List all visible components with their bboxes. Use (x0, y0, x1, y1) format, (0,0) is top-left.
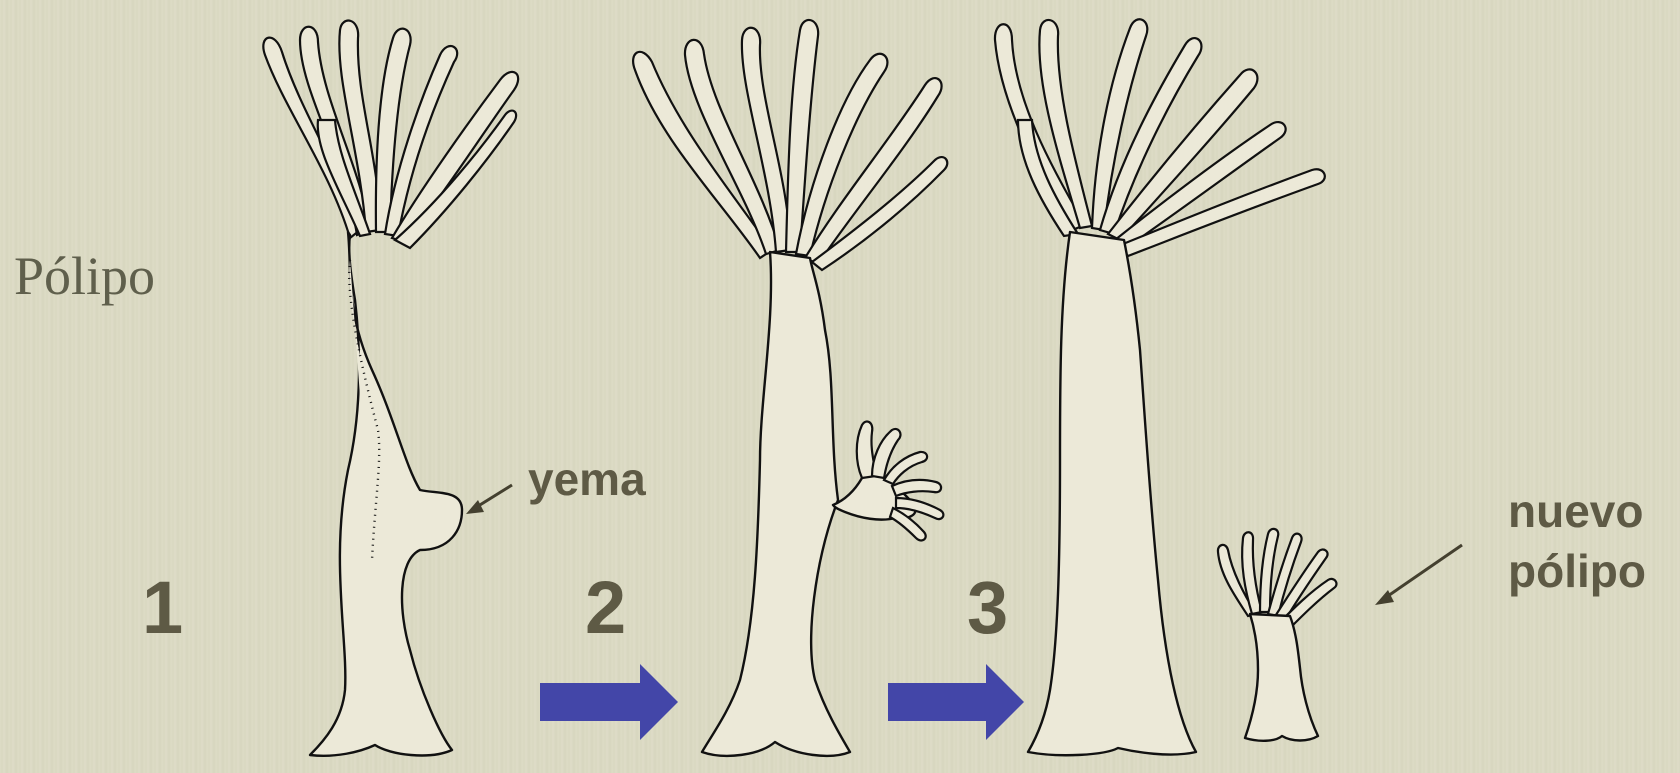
polyp-1-body (310, 232, 462, 756)
polyp-3-body (1028, 232, 1196, 755)
bud-pointer-arrow (466, 485, 512, 514)
step-arrow-1-to-2 (540, 664, 678, 740)
polyp-2-body (702, 252, 850, 756)
polyp-1 (263, 21, 518, 756)
polyp-3-tentacles (995, 19, 1325, 256)
step-arrow-2-to-3 (888, 664, 1024, 740)
polyp-1-tentacles (263, 21, 518, 248)
new-polyp-pointer-arrow (1375, 545, 1462, 605)
new-polyp-body (1245, 614, 1318, 741)
new-polyp-drawing (1218, 529, 1337, 741)
polyp-2 (633, 20, 947, 756)
polyp-2-tentacles (633, 20, 947, 270)
